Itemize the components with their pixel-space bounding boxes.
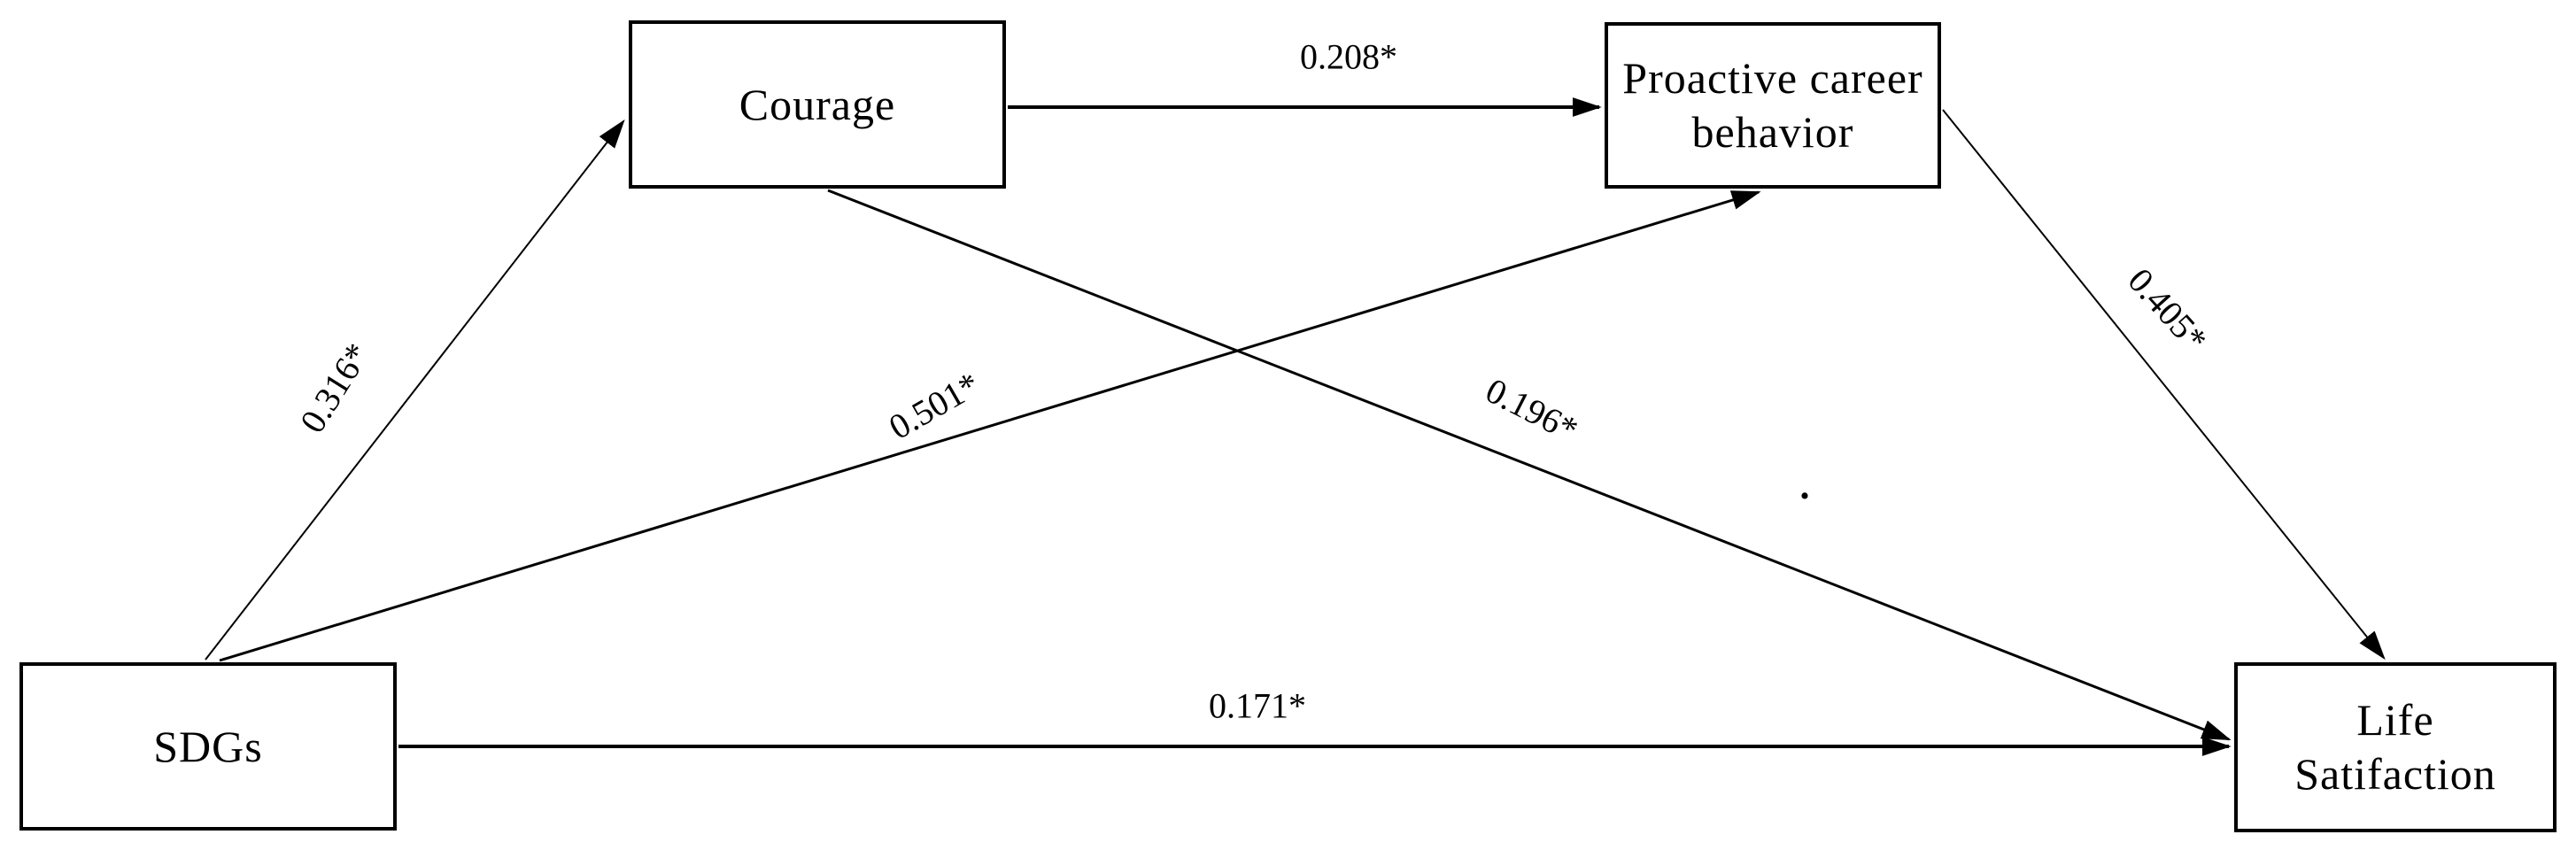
arrow-sdgs-to-pcb bbox=[219, 190, 1761, 662]
arrow-courage-to-life bbox=[827, 189, 2232, 741]
node-proactive-career-behavior: Proactive career behavior bbox=[1605, 22, 1941, 189]
node-proactive-career-behavior-label-line2: behavior bbox=[1691, 107, 1854, 157]
node-proactive-career-behavior-label-line1: Proactive career bbox=[1622, 53, 1923, 103]
node-courage: Courage bbox=[629, 20, 1006, 189]
arrow-pcb-to-life bbox=[1942, 109, 2386, 661]
coefficient-sdgs-to-life: 0.171* bbox=[1209, 685, 1306, 726]
node-sdgs-label: SDGs bbox=[153, 721, 263, 771]
node-life-satisfaction-label-line1: Life bbox=[2356, 695, 2434, 745]
node-courage-label: Courage bbox=[739, 79, 896, 129]
node-life-satisfaction-label-line2: Satifaction bbox=[2294, 749, 2496, 799]
coefficient-courage-to-pcb: 0.208* bbox=[1300, 36, 1397, 77]
node-life-satisfaction: Life Satifaction bbox=[2234, 662, 2557, 832]
arrow-sdgs-to-courage bbox=[205, 119, 625, 661]
node-sdgs: SDGs bbox=[19, 662, 397, 831]
